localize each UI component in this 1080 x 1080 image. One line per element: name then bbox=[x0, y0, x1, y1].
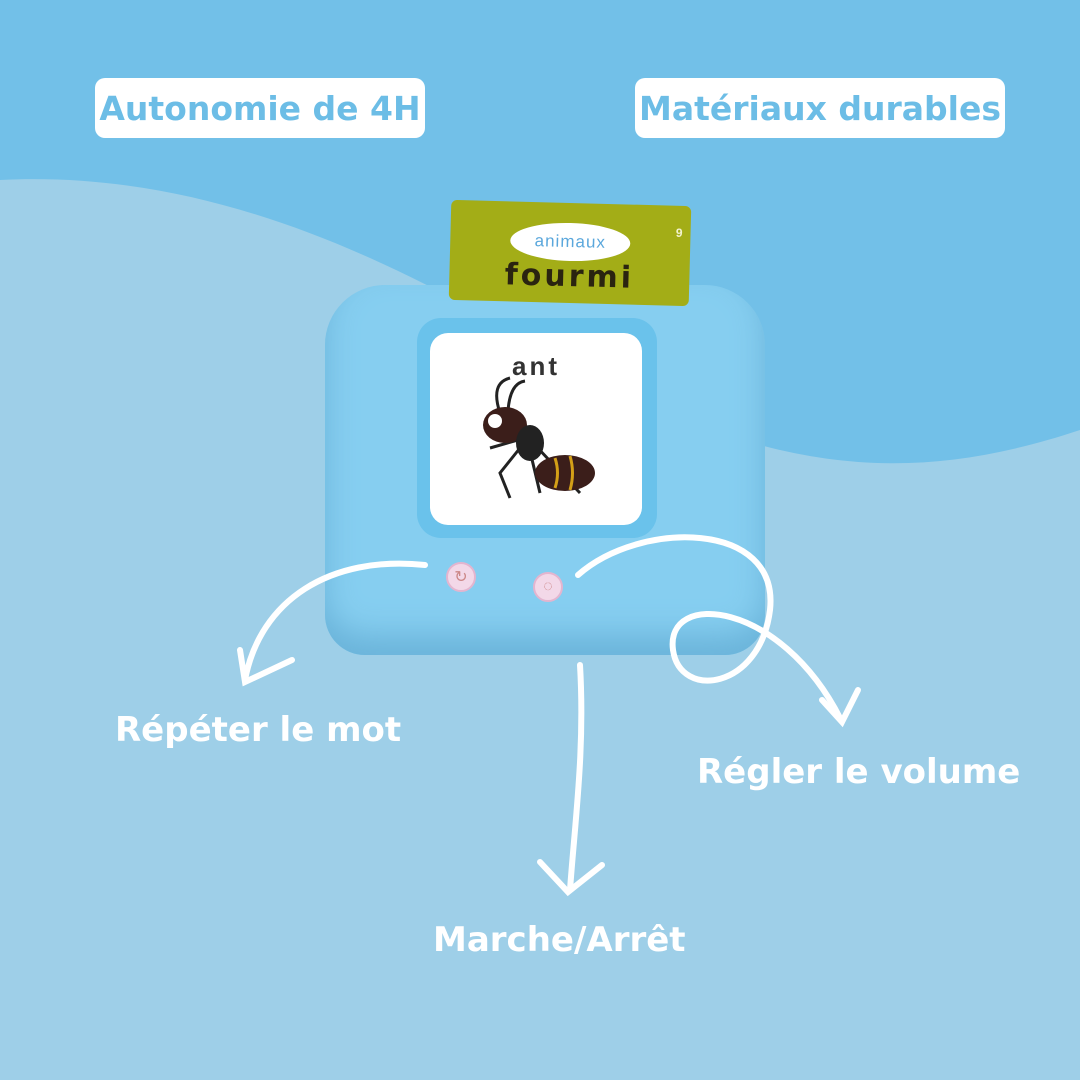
badge-materials: Matériaux durables bbox=[635, 78, 1005, 138]
label-power: Marche/Arrêt bbox=[433, 920, 686, 960]
label-repeat-word: Répéter le mot bbox=[115, 710, 402, 750]
card-number: 9 bbox=[675, 225, 683, 240]
ant-icon bbox=[483, 376, 595, 499]
label-volume: Régler le volume bbox=[697, 752, 1021, 792]
screen-word: ant bbox=[512, 351, 560, 381]
badge-battery: Autonomie de 4H bbox=[95, 78, 425, 138]
volume-button[interactable]: ◌ bbox=[533, 572, 563, 602]
card-word: fourmi bbox=[504, 257, 635, 296]
repeat-button[interactable]: ↻ bbox=[446, 562, 476, 592]
card-category: animaux bbox=[509, 221, 631, 263]
flashcard: animaux 9 fourmi bbox=[448, 199, 692, 307]
device-screen: ant bbox=[430, 333, 642, 525]
